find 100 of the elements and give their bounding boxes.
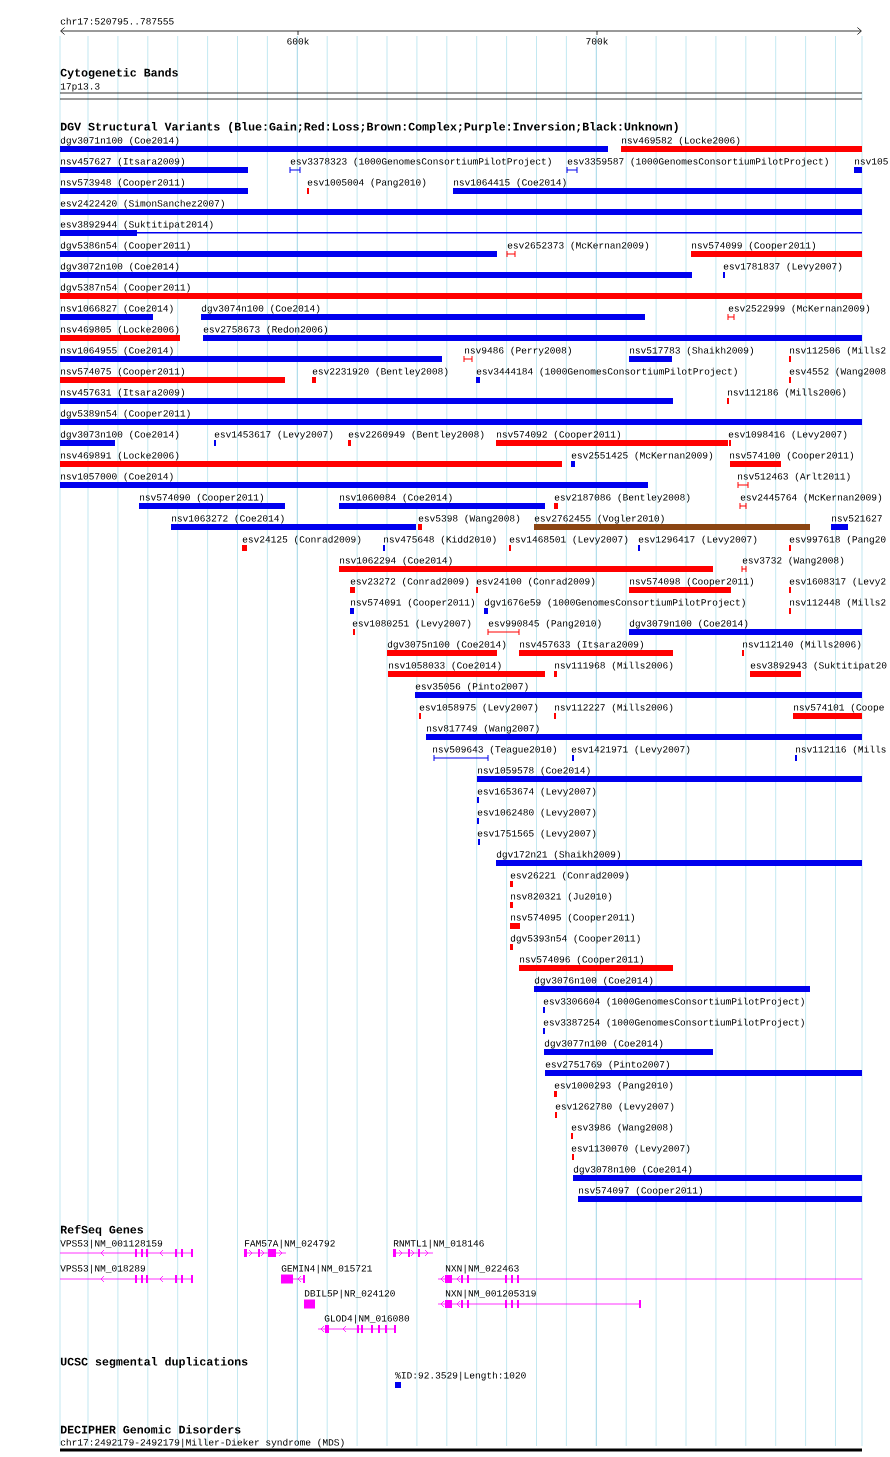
variant-label: esv2751769 (Pinto2007) bbox=[545, 1060, 669, 1070]
variant-label: nsv469582 (Locke2006) bbox=[622, 136, 740, 146]
variant-label: nsv111968 (Mills2006) bbox=[555, 661, 673, 671]
tick-label: 700k bbox=[586, 37, 608, 45]
variant-label: esv35056 (Pinto2007) bbox=[415, 682, 528, 692]
variant-label: esv3359587 (1000GenomesConsortiumPilotProject) bbox=[567, 157, 828, 167]
variant-label: esv1130070 (Levy2007) bbox=[571, 1144, 690, 1154]
variant-label: nsv574075 (Cooper2011) bbox=[61, 367, 184, 377]
variant-label: esv24125 (Conrad2009) bbox=[242, 535, 361, 545]
variant-label: esv4552 (Wang2008 bbox=[789, 367, 886, 377]
variant-label: dgv5386n54 (Cooper2011) bbox=[60, 241, 190, 251]
variant-label: nsv820321 (Ju2010) bbox=[511, 892, 612, 902]
variant-label: nsv574090 (Cooper2011) bbox=[140, 493, 263, 503]
variant-label: esv5398 (Wang2008) bbox=[418, 514, 520, 524]
variant-label: esv1000293 (Pang2010) bbox=[554, 1081, 673, 1091]
variant-label: nsv112227 (Mills2006) bbox=[555, 703, 673, 713]
variant-label: dgv3076n100 (Coe2014) bbox=[534, 976, 653, 986]
variant-label: esv997618 (Pang20 bbox=[789, 535, 886, 545]
variant-label: esv2758673 (Redon2006) bbox=[203, 325, 327, 335]
variant-label: nsv574099 (Cooper2011) bbox=[692, 241, 815, 251]
variant-label: dgv3073n100 (Coe2014) bbox=[60, 430, 179, 440]
variant-label: nsv1064415 (Coe2014) bbox=[454, 178, 566, 188]
variant-label: esv3306604 (1000GenomesConsortiumPilotProject) bbox=[543, 997, 804, 1007]
variant-label: nsv1058033 (Coe2014) bbox=[389, 661, 501, 671]
variant-label: nsv1060084 (Coe2014) bbox=[340, 493, 452, 503]
variant-label: nsv512463 (Arlt2011) bbox=[738, 472, 850, 482]
variant-label: esv26221 (Conrad2009) bbox=[510, 871, 629, 881]
gene-label: NXN|NM_001205319 bbox=[445, 1289, 536, 1299]
variant-label: nsv457631 (Itsara2009) bbox=[61, 388, 184, 398]
variant-label: esv2551425 (McKernan2009) bbox=[571, 451, 713, 461]
variant-label: esv3378323 (1000GenomesConsortiumPilotProject) bbox=[290, 157, 551, 167]
variant-label: esv1058975 (Levy2007) bbox=[419, 703, 538, 713]
variant-label: nsv112140 (Mills2006) bbox=[743, 640, 861, 650]
variant-label: esv2762455 (Vogler2010) bbox=[534, 514, 664, 524]
variant-label: dgv3078n100 (Coe2014) bbox=[573, 1165, 692, 1175]
variant-label: esv2187086 (Bentley2008) bbox=[554, 493, 690, 503]
band-label: 17p13.3 bbox=[60, 83, 100, 92]
gene-label: VPS53|NM_001128159 bbox=[60, 1239, 163, 1249]
variant-label: esv1453617 (Levy2007) bbox=[214, 430, 333, 440]
variant-label: nsv9486 (Perry2008) bbox=[465, 346, 571, 356]
variant-label: esv24100 (Conrad2009) bbox=[476, 577, 595, 587]
gene-label: VPS53|NM_018289 bbox=[60, 1264, 146, 1274]
variant-label: esv1468501 (Levy2007) bbox=[509, 535, 628, 545]
variant-label: nsv457633 (Itsara2009) bbox=[520, 640, 643, 650]
variant-label: nsv517783 (Shaikh2009) bbox=[630, 346, 753, 356]
tick-label: 600k bbox=[287, 37, 309, 45]
variant-label: nsv574092 (Cooper2011) bbox=[497, 430, 620, 440]
track-title: DGV Structural Variants (Blue:Gain;Red:Loss;Brown:Complex;Purple:Inversion;Black:Unknown) bbox=[60, 122, 678, 133]
variant-label: nsv1064955 (Coe2014) bbox=[61, 346, 173, 356]
variant-label: nsv574096 (Cooper2011) bbox=[520, 955, 643, 965]
variant-label: nsv112506 (Mills2 bbox=[790, 346, 886, 356]
variant-label: dgv3075n100 (Coe2014) bbox=[387, 640, 506, 650]
variant-label: nsv1059578 (Coe2014) bbox=[478, 766, 590, 776]
variant-label: esv3892943 (Suktitipat20 bbox=[750, 661, 887, 671]
track-title: Cytogenetic Bands bbox=[60, 68, 178, 79]
variant-label: esv1098416 (Levy2007) bbox=[728, 430, 847, 440]
variant-label: nsv574091 (Cooper2011) bbox=[351, 598, 474, 608]
variant-label: nsv475648 (Kidd2010) bbox=[384, 535, 496, 545]
variant-label: esv1781837 (Levy2007) bbox=[723, 262, 842, 272]
variant-label: esv2522999 (McKernan2009) bbox=[728, 304, 870, 314]
variant-label: nsv521627 bbox=[832, 515, 882, 522]
variant-label: esv1080251 (Levy2007) bbox=[352, 619, 471, 629]
variant-label: dgv3071n100 (Coe2014) bbox=[60, 136, 179, 146]
gene-label: RNMTL1|NM_018146 bbox=[393, 1239, 484, 1249]
variant-label: esv1262780 (Levy2007) bbox=[555, 1102, 674, 1112]
variant-label: esv3444184 (1000GenomesConsortiumPilotProject) bbox=[476, 367, 737, 377]
gene-label: NXN|NM_022463 bbox=[445, 1264, 519, 1274]
duplication-label: %ID:92.3529|Length:1020 bbox=[395, 1371, 526, 1381]
variant-label: esv1296417 (Levy2007) bbox=[638, 535, 757, 545]
variant-label: nsv469805 (Locke2006) bbox=[61, 325, 179, 335]
variant-label: nsv1066827 (Coe2014) bbox=[61, 304, 173, 314]
variant-label: nsv112448 (Mills2 bbox=[790, 598, 886, 608]
variant-label: esv3892944 (Suktitipat2014) bbox=[60, 220, 213, 230]
variant-label: esv1608317 (Levy2 bbox=[789, 577, 886, 587]
track-title: RefSeq Genes bbox=[61, 1224, 143, 1236]
variant-label: esv2422420 (SimonSanchez2007) bbox=[60, 199, 224, 209]
variant-label: esv3986 (Wang2008) bbox=[571, 1123, 673, 1133]
gene-label: GEMIN4|NM_015721 bbox=[281, 1264, 372, 1274]
variant-label: nsv469891 (Locke2006) bbox=[61, 451, 179, 461]
variant-label: esv990845 (Pang2010) bbox=[488, 619, 601, 629]
variant-label: nsv509643 (Teague2010) bbox=[433, 745, 556, 755]
variant-label: dgv1676e59 (1000GenomesConsortiumPilotProject) bbox=[484, 598, 745, 608]
variant-label: nsv457627 (Itsara2009) bbox=[61, 157, 184, 167]
track-title: DECIPHER Genomic Disorders bbox=[60, 1425, 241, 1434]
variant-label: esv1421971 (Levy2007) bbox=[571, 745, 690, 755]
variant-label: nsv112186 (Mills2006) bbox=[728, 388, 846, 398]
variant-label: nsv574098 (Cooper2011) bbox=[630, 577, 753, 587]
variant-label: nsv574101 (Coope bbox=[794, 703, 884, 713]
variant-label: nsv1063272 (Coe2014) bbox=[172, 514, 284, 524]
variant-label: dgv5389n54 (Cooper2011) bbox=[60, 409, 190, 419]
variant-label: esv1751565 (Levy2007) bbox=[477, 829, 596, 839]
variant-label: nsv573948 (Cooper2011) bbox=[61, 178, 184, 188]
variant-label: nsv112116 (Mills bbox=[796, 745, 886, 755]
variant-label: esv2231920 (Bentley2008) bbox=[312, 367, 448, 377]
disorder-label: chr17:2492179-2492179|Miller-Dieker syndrome (MDS) bbox=[60, 1438, 344, 1448]
gene-label: GLOD4|NM_016080 bbox=[324, 1314, 410, 1324]
variant-label: nsv574100 (Cooper2011) bbox=[730, 451, 853, 461]
coordinate-label: chr17:520795..787555 bbox=[60, 17, 174, 25]
variant-label: dgv5393n54 (Cooper2011) bbox=[510, 934, 640, 944]
variant-label: esv3387254 (1000GenomesConsortiumPilotProject) bbox=[543, 1018, 804, 1028]
